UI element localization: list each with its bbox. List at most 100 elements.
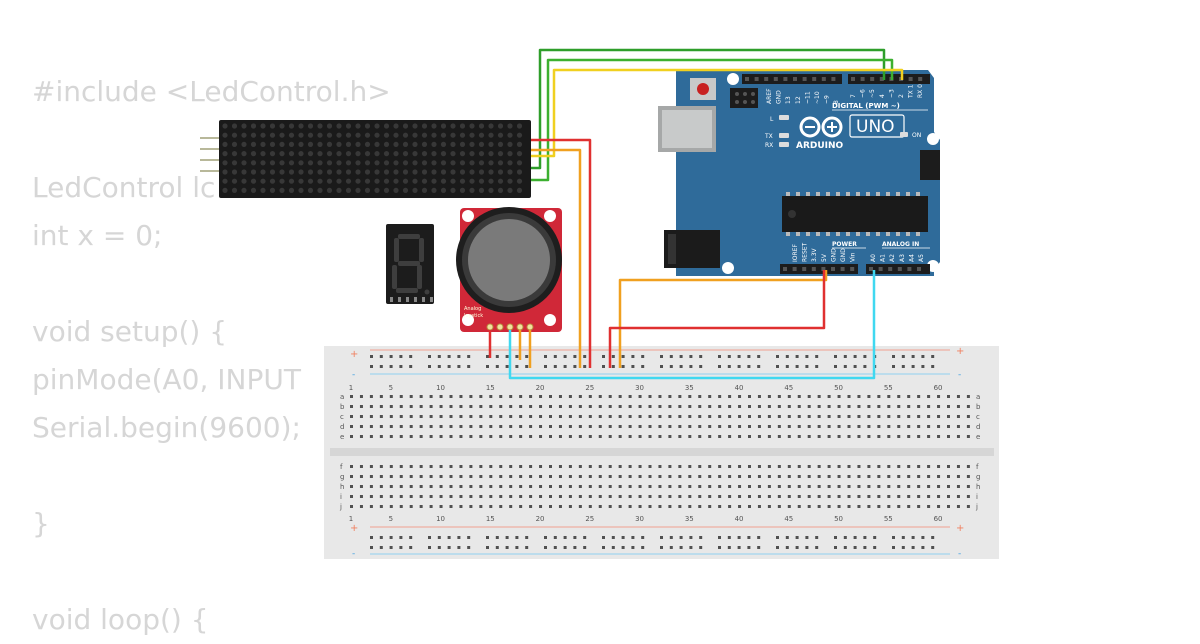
terminal-hole[interactable] [877,465,881,468]
terminal-hole[interactable] [956,415,960,418]
terminal-hole[interactable] [539,485,543,488]
terminal-hole[interactable] [827,475,831,478]
terminal-hole[interactable] [708,495,712,498]
rail-hole[interactable] [727,536,731,539]
terminal-hole[interactable] [887,395,891,398]
terminal-hole[interactable] [668,495,672,498]
rail-hole[interactable] [370,536,373,539]
terminal-hole[interactable] [748,475,751,478]
terminal-hole[interactable] [757,505,761,508]
rail-hole[interactable] [525,536,529,539]
terminal-hole[interactable] [399,415,403,418]
terminal-hole[interactable] [628,415,632,418]
terminal-hole[interactable] [419,405,423,408]
terminal-hole[interactable] [937,425,941,428]
rail-hole[interactable] [737,355,741,358]
rail-hole[interactable] [747,546,751,549]
terminal-hole[interactable] [927,475,931,478]
terminal-hole[interactable] [708,475,712,478]
rail-hole[interactable] [795,365,799,368]
rail-hole[interactable] [757,546,761,549]
terminal-hole[interactable] [638,415,642,418]
rail-hole[interactable] [437,355,441,358]
terminal-hole[interactable] [688,465,692,468]
terminal-hole[interactable] [797,475,801,478]
terminal-hole[interactable] [479,485,483,488]
terminal-hole[interactable] [718,415,722,418]
terminal-hole[interactable] [877,405,881,408]
terminal-hole[interactable] [777,465,781,468]
terminal-hole[interactable] [439,395,443,398]
rail-hole[interactable] [437,536,441,539]
terminal-hole[interactable] [797,425,801,428]
rail-hole[interactable] [785,365,789,368]
terminal-hole[interactable] [897,395,901,398]
terminal-hole[interactable] [359,485,363,488]
terminal-hole[interactable] [469,435,473,438]
terminal-hole[interactable] [449,395,453,398]
terminal-hole[interactable] [857,435,861,438]
terminal-hole[interactable] [459,495,463,498]
terminal-hole[interactable] [807,435,811,438]
wire-orange-power[interactable] [618,270,828,368]
terminal-hole[interactable] [718,495,722,498]
rail-hole[interactable] [873,536,877,539]
terminal-hole[interactable] [907,435,911,438]
terminal-hole[interactable] [509,465,513,468]
rail-hole[interactable] [583,536,587,539]
terminal-hole[interactable] [937,475,941,478]
terminal-hole[interactable] [817,395,821,398]
header-pin[interactable] [869,267,873,271]
terminal-hole[interactable] [499,425,503,428]
terminal-hole[interactable] [827,465,831,468]
rail-hole[interactable] [486,365,489,368]
terminal-hole[interactable] [539,495,543,498]
terminal-hole[interactable] [738,505,742,508]
terminal-hole[interactable] [658,405,662,408]
terminal-hole[interactable] [678,485,682,488]
rail-hole[interactable] [911,536,915,539]
rail-hole[interactable] [815,546,819,549]
terminal-hole[interactable] [539,505,543,508]
terminal-hole[interactable] [787,505,791,508]
terminal-hole[interactable] [429,415,433,418]
terminal-hole[interactable] [927,505,931,508]
terminal-hole[interactable] [698,505,702,508]
rail-hole[interactable] [389,355,393,358]
terminal-hole[interactable] [937,395,941,398]
rail-hole[interactable] [776,355,779,358]
terminal-hole[interactable] [479,395,483,398]
rail-hole[interactable] [901,365,905,368]
terminal-hole[interactable] [767,495,771,498]
rail-hole[interactable] [370,355,373,358]
terminal-hole[interactable] [598,435,602,438]
rail-hole[interactable] [718,355,721,358]
rail-hole[interactable] [921,355,925,358]
terminal-hole[interactable] [588,405,592,408]
rail-hole[interactable] [409,365,413,368]
terminal-hole[interactable] [359,395,363,398]
terminal-hole[interactable] [499,405,503,408]
terminal-hole[interactable] [937,505,941,508]
terminal-hole[interactable] [877,395,881,398]
terminal-hole[interactable] [638,425,642,428]
terminal-hole[interactable] [728,465,732,468]
terminal-hole[interactable] [757,405,761,408]
terminal-hole[interactable] [698,405,702,408]
terminal-hole[interactable] [947,465,950,468]
terminal-hole[interactable] [509,415,513,418]
terminal-hole[interactable] [558,405,562,408]
terminal-hole[interactable] [489,435,493,438]
terminal-hole[interactable] [509,395,513,398]
terminal-hole[interactable] [419,485,423,488]
terminal-hole[interactable] [578,485,582,488]
rail-hole[interactable] [553,536,557,539]
terminal-hole[interactable] [718,395,722,398]
terminal-hole[interactable] [350,465,353,468]
rail-hole[interactable] [727,365,731,368]
rail-hole[interactable] [776,536,779,539]
terminal-hole[interactable] [549,395,552,398]
terminal-hole[interactable] [648,395,652,398]
terminal-hole[interactable] [708,505,712,508]
terminal-hole[interactable] [787,495,791,498]
